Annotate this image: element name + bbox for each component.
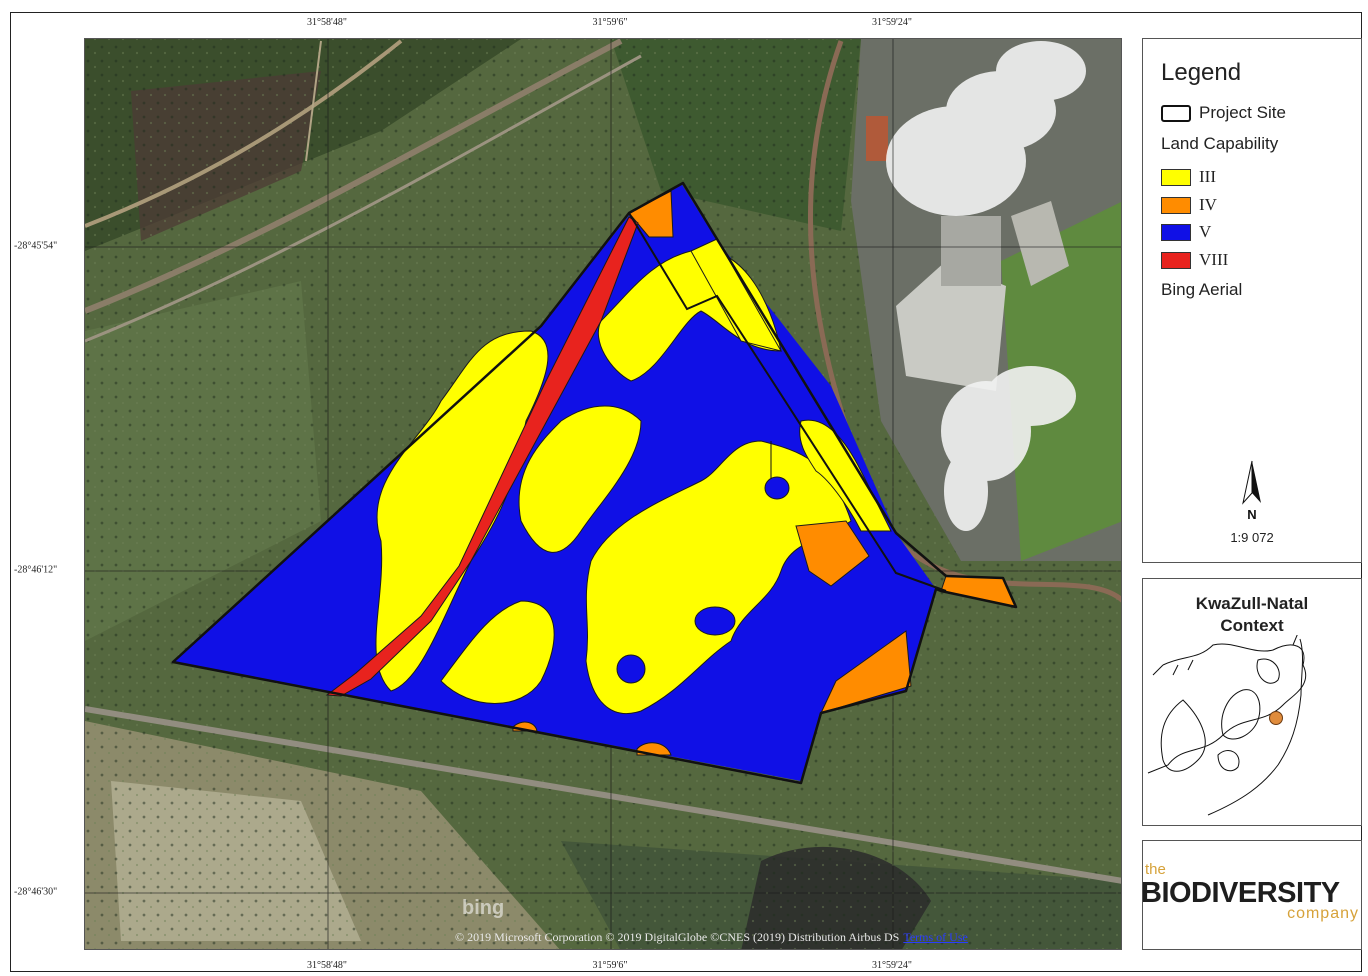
land-class-iii bbox=[375, 238, 892, 715]
logo-the: the bbox=[1145, 861, 1166, 878]
legend-item-viii: VIII bbox=[1161, 250, 1228, 270]
kzn-context-map bbox=[1147, 635, 1306, 816]
railway-south bbox=[85, 706, 1121, 884]
scale-label: 1:9 072 bbox=[1230, 530, 1274, 545]
map-area[interactable] bbox=[84, 38, 1122, 950]
lon-label-top-1: 31°58'48" bbox=[307, 17, 347, 28]
legend-title: Legend bbox=[1161, 59, 1242, 86]
aerial-map bbox=[85, 39, 1121, 949]
basemap-label: Bing Aerial bbox=[1161, 280, 1243, 299]
land-capability-heading: Land Capability bbox=[1161, 134, 1279, 153]
class-v-label: V bbox=[1199, 222, 1212, 241]
lat-label-1: -28°45'54" bbox=[14, 240, 58, 252]
lat-label-3: -28°46'30" bbox=[14, 886, 58, 898]
context-title-line1: KwaZull-Natal bbox=[1195, 594, 1309, 613]
logo-company: company bbox=[1287, 905, 1359, 922]
road-north bbox=[85, 54, 642, 343]
lat-label-2: -28°46'12" bbox=[14, 564, 58, 576]
legend-item-project-site: Project Site bbox=[1161, 103, 1286, 123]
land-class-iv bbox=[512, 190, 1017, 756]
legend-panel: Legend Project Site Land Capability III … bbox=[1142, 38, 1362, 563]
north-label: N bbox=[1247, 507, 1257, 522]
class-iii-swatch bbox=[1161, 168, 1191, 186]
class-iv-label: IV bbox=[1199, 195, 1217, 214]
dirt-track bbox=[85, 39, 403, 228]
context-title: KwaZull-Natal Context bbox=[1143, 593, 1361, 637]
legend-item-iv: IV bbox=[1161, 195, 1217, 215]
lon-label-bottom-2: 31°59'6" bbox=[592, 960, 628, 971]
land-class-viii bbox=[325, 216, 639, 697]
internal-boundary bbox=[628, 212, 947, 592]
steam-clouds bbox=[886, 41, 1086, 531]
project-site-boundary bbox=[171, 181, 1018, 785]
context-title-line2: Context bbox=[1220, 616, 1284, 635]
lon-label-bottom-3: 31°59'24" bbox=[872, 960, 912, 971]
logo-panel: the BIODIVERSITY company bbox=[1141, 840, 1362, 950]
warehouse bbox=[1011, 201, 1069, 286]
lon-label-top-2: 31°59'6" bbox=[592, 17, 628, 28]
footpath bbox=[305, 40, 322, 162]
lon-label-bottom-1: 31°58'48" bbox=[307, 960, 347, 971]
logo-name: BIODIVERSITY bbox=[1141, 877, 1340, 909]
context-panel: KwaZull-Natal Context bbox=[1142, 578, 1362, 826]
lon-label-top-3: 31°59'24" bbox=[872, 17, 912, 28]
north-arrow-icon bbox=[1242, 460, 1261, 505]
bing-watermark: bing bbox=[462, 897, 505, 919]
land-class-v-holes bbox=[616, 476, 790, 684]
class-viii-label: VIII bbox=[1199, 250, 1229, 269]
legend-item-iii: III bbox=[1161, 167, 1216, 187]
factory-roof bbox=[896, 261, 1006, 391]
red-roof bbox=[866, 116, 888, 161]
site-location-marker bbox=[1269, 711, 1283, 725]
class-v-swatch bbox=[1161, 223, 1191, 241]
terms-of-use-link[interactable]: Terms of Use bbox=[903, 930, 968, 944]
credit-text: © 2019 Microsoft Corporation © 2019 Digi… bbox=[455, 930, 900, 944]
class-iv-swatch bbox=[1161, 196, 1191, 214]
project-site-label: Project Site bbox=[1199, 103, 1286, 122]
factory-building bbox=[941, 216, 1001, 286]
railway-north bbox=[85, 39, 623, 314]
project-site-swatch bbox=[1161, 104, 1191, 122]
legend-item-v: V bbox=[1161, 222, 1211, 242]
class-viii-swatch bbox=[1161, 251, 1191, 269]
imagery-credit: © 2019 Microsoft Corporation © 2019 Digi… bbox=[455, 930, 968, 945]
class-iii-label: III bbox=[1199, 167, 1216, 186]
